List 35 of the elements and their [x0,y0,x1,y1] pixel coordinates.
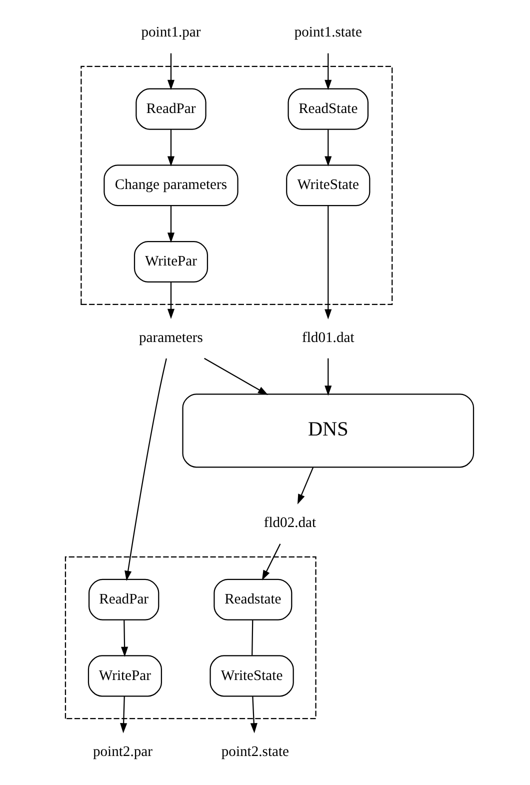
node-box: Readstate [214,578,292,620]
arrow [324,130,332,166]
node-text: point1.state [294,24,362,41]
cluster [64,556,316,720]
node-box: WritePar [134,240,208,282]
arrow [324,206,332,320]
arrow [124,358,167,581]
arrow [121,620,128,657]
node-text: fld01.dat [302,330,354,346]
arrow [167,130,175,166]
node-box: Change parameters [104,164,238,206]
arrow [250,696,258,734]
node-box: ReadPar [136,88,206,130]
node-box: WriteState [286,164,370,206]
node-box: WriteState [210,655,294,697]
node-text: point1.par [141,24,201,41]
cluster [80,66,393,305]
node-text: point2.state [221,744,289,760]
node-box: DNS [182,394,474,468]
arrow [262,544,281,580]
arrow [167,282,175,320]
arrow [297,467,314,504]
node-box: ReadPar [88,578,160,620]
node-text: point2.par [92,744,152,760]
arrow [167,53,175,90]
node-box: WritePar [88,655,162,697]
arrow [120,696,128,734]
arrow [167,206,175,243]
node-text: parameters [139,330,203,346]
arrow [324,358,332,396]
node-text: fld02.dat [264,515,316,532]
arrow [204,358,268,396]
arrow [324,53,332,90]
connector [252,620,254,656]
node-box: ReadState [288,88,369,130]
